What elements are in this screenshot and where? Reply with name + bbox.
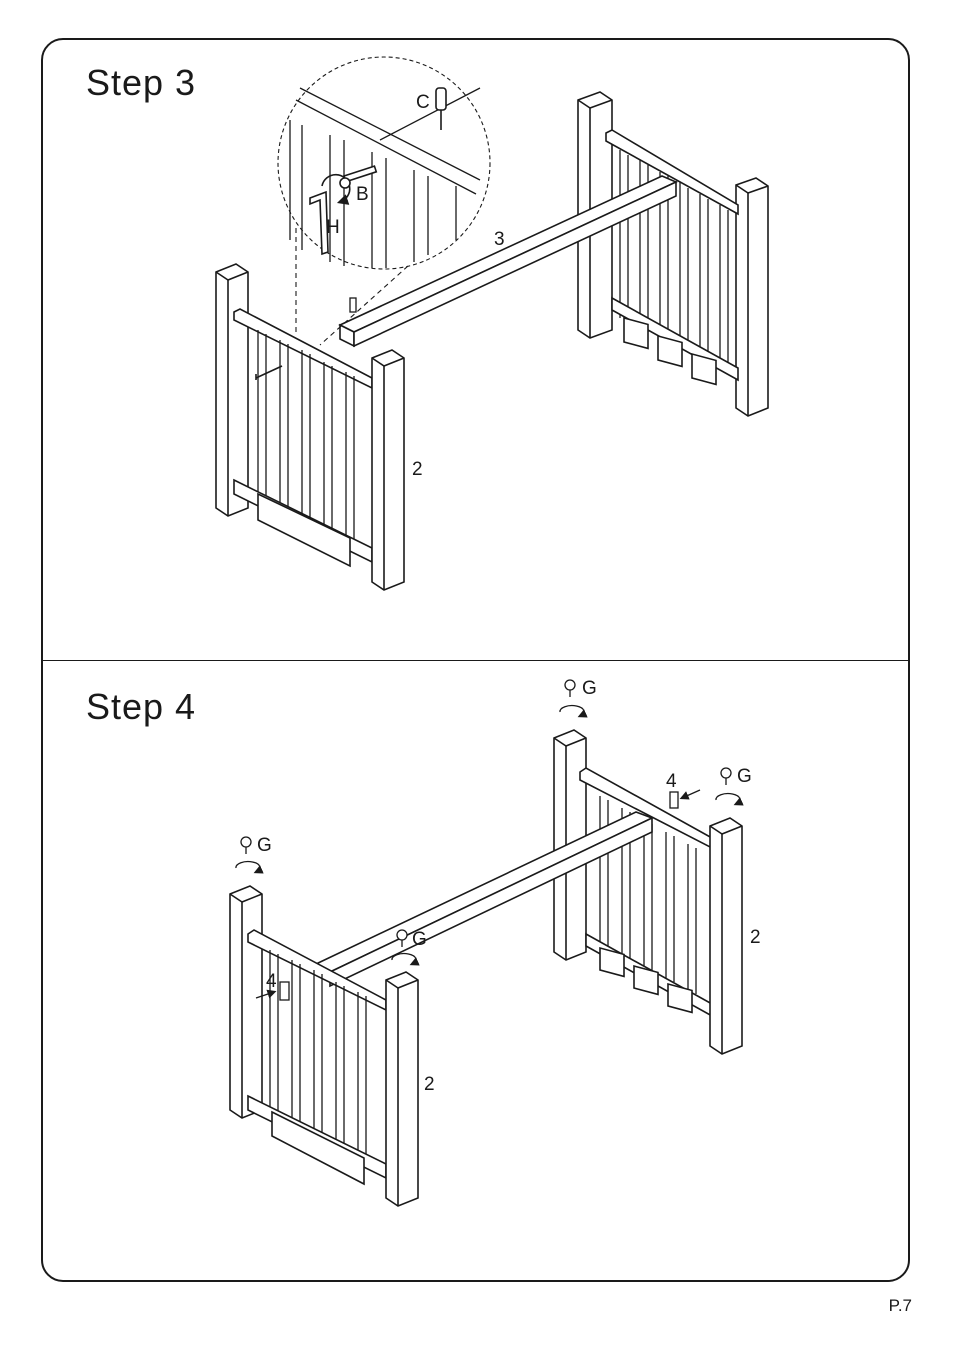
label-bracket-left: 4 bbox=[266, 971, 277, 992]
label-front-panel-step3: 2 bbox=[412, 459, 423, 480]
label-back-panel-step4: 2 bbox=[750, 927, 761, 948]
step-4-illustration bbox=[230, 680, 742, 1206]
back-panel-step3 bbox=[578, 92, 768, 416]
step-3-illustration bbox=[216, 57, 768, 590]
page-number: P.7 bbox=[889, 1296, 912, 1316]
label-cap-g-right: G bbox=[737, 766, 752, 787]
label-front-panel-step4: 2 bbox=[424, 1074, 435, 1095]
label-cap-g-rail: G bbox=[412, 929, 427, 950]
label-rail-step3: 3 bbox=[494, 229, 505, 250]
bolt-step3 bbox=[350, 298, 356, 312]
label-cap-g-top: G bbox=[582, 678, 597, 699]
label-allen-key-h: H bbox=[326, 217, 340, 238]
label-barrel-nut-c: C bbox=[416, 92, 430, 113]
back-panel-step4 bbox=[554, 730, 742, 1054]
label-bracket-right: 4 bbox=[666, 771, 677, 792]
label-cap-g-left: G bbox=[257, 835, 272, 856]
detail-magnifier bbox=[278, 57, 490, 345]
label-bolt-b: B bbox=[356, 184, 369, 205]
